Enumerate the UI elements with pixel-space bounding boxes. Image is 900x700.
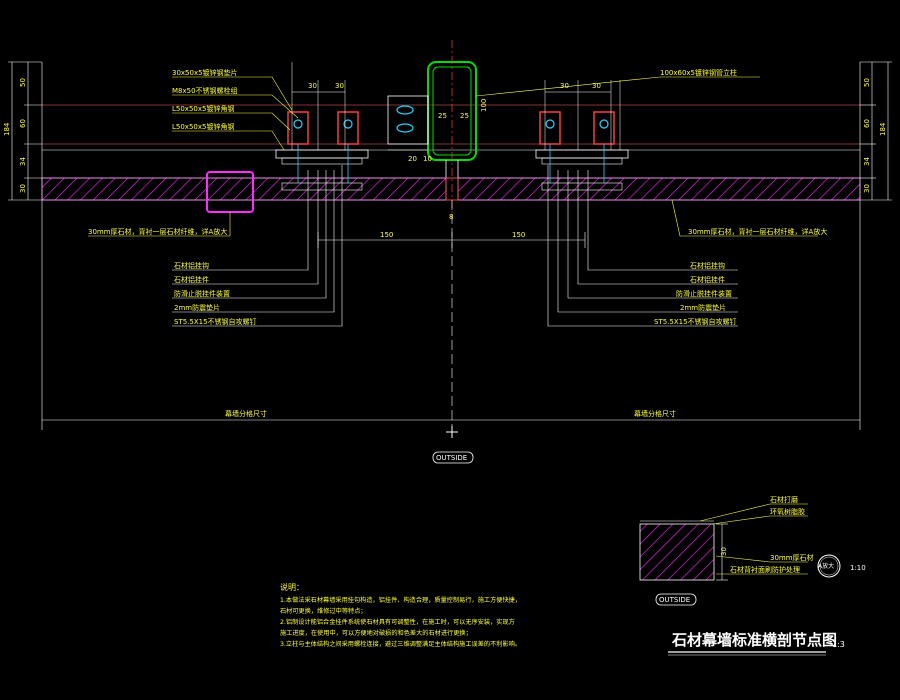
label-column: 100x60x5镀锌钢管立柱	[660, 68, 737, 77]
detail-label-epoxy: 环氧树脂胶	[770, 507, 805, 516]
side-dim-r-3: 34	[863, 157, 871, 166]
column-connection-plate	[387, 95, 429, 145]
detail-tag-text: A放大	[818, 562, 834, 570]
side-dim-l-total: 184	[3, 122, 11, 136]
svg-text:20: 20	[408, 155, 417, 163]
callout-right-screw: ST5.5X15不锈钢自攻螺钉	[654, 317, 737, 326]
label-bolt: M8x50不锈钢螺栓组	[172, 86, 238, 95]
outside-tag-detail-text: OUTSIDE	[659, 596, 690, 604]
stone-note-right: 30mm厚石材，背衬一层石材纤维，详A放大	[688, 227, 827, 236]
stone-plate-left	[41, 177, 447, 201]
svg-text:30: 30	[308, 82, 317, 90]
outside-tag-detail	[655, 593, 697, 606]
left-callout-leaders	[172, 165, 343, 327]
module-dim-left: 幕墙分格尺寸	[225, 409, 267, 418]
side-dims-right	[860, 61, 892, 201]
span-dim-right: 150	[512, 231, 525, 239]
top-left-labels: 30x50x5镀锌钢垫片 M8x50不锈钢螺栓组 L50x50x5镀锌角钢 L5…	[172, 68, 238, 131]
svg-text:30: 30	[335, 82, 344, 90]
right-callout-leaders	[547, 165, 738, 327]
svg-text:100: 100	[480, 99, 488, 112]
stone-plate-right	[457, 177, 861, 201]
notes-line-5: 3.立柱与主体结构之间采用螺栓连接，避过三维调整满足主体结构施工误差的不利影响。	[280, 640, 521, 648]
notes: 说明： 1.本做法采石材幕墙采用挂勾构造，铝挂件、构造合理，质量控制易行，施工方…	[280, 582, 521, 648]
label-angle-1: L50x50x5镀锌角钢	[172, 104, 234, 113]
right-bracket-assembly	[535, 80, 629, 191]
label-gasket: 30x50x5镀锌钢垫片	[172, 68, 238, 77]
top-right-leader	[475, 76, 760, 97]
detail-dim: 30	[720, 547, 728, 556]
stone-plate-band	[41, 177, 861, 201]
left-bracket-dims: 30 30	[308, 82, 344, 90]
left-callouts: 石材铝挂钩 石材铝挂件 防滑止脱挂件装置 2mm防震垫片 ST5.5X15不锈钢…	[174, 261, 257, 326]
callout-right-antislip: 防滑止脱挂件装置	[676, 289, 732, 298]
module-dim-line	[42, 200, 860, 430]
span-dim-line	[317, 232, 586, 248]
right-callouts: 石材铝挂钩 石材铝挂件 防滑止脱挂件装置 2mm防震垫片 ST5.5X15不锈钢…	[654, 261, 737, 326]
svg-text:8: 8	[449, 213, 453, 221]
notes-line-4: 施工进度，在使用中，可以方便地对破损的和色差大的石材进行更换；	[280, 629, 472, 637]
side-dim-l-3: 34	[19, 157, 27, 166]
svg-text:30: 30	[592, 82, 601, 90]
side-dim-r-2: 60	[863, 119, 871, 128]
steel-column	[387, 40, 477, 220]
detail-label-backing: 石材背衬面刷防护处理	[730, 565, 800, 574]
side-dim-r-1: 50	[863, 78, 871, 87]
stone-note-leaders	[88, 199, 818, 237]
top-left-leaders	[172, 76, 299, 151]
notes-line-1: 1.本做法采石材幕墙采用挂勾构造，铝挂件、构造合理，质量控制易行，施工方便快捷，	[280, 596, 521, 604]
side-dim-r-total: 184	[879, 122, 887, 136]
side-dim-texts: 50 60 34 30 184 50 60 34 30 184	[3, 78, 887, 193]
callout-left-hook: 石材铝挂钩	[174, 261, 209, 270]
outside-tag-main	[432, 451, 474, 464]
stone-note-left: 30mm厚石材，背衬一层石材纤维，详A放大	[88, 227, 227, 236]
callout-left-pad: 2mm防震垫片	[174, 303, 220, 312]
callout-right-hook: 石材铝挂钩	[690, 261, 725, 270]
callout-right-clip: 石材铝挂件	[690, 275, 725, 284]
callout-left-screw: ST5.5X15不锈钢自攻螺钉	[174, 317, 257, 326]
label-angle-2: L50x50x5镀锌角钢	[172, 122, 234, 131]
center-marker-icon	[446, 426, 458, 438]
notes-heading: 说明：	[280, 582, 304, 592]
right-bracket-dims: 30 30	[560, 82, 601, 90]
svg-text:30: 30	[560, 82, 569, 90]
notes-line-3: 2.铝制设计能铝合金挂件系统使石材具有可调整性，在施工时，可以无序安装，实现方	[280, 618, 515, 626]
svg-text:10: 10	[423, 155, 432, 163]
module-dim-right: 幕墙分格尺寸	[634, 409, 676, 418]
side-dims-left	[8, 61, 42, 201]
outside-tag-main-text: OUTSIDE	[436, 454, 467, 462]
detail-tag-scale: 1:10	[850, 564, 866, 572]
span-dim-left: 150	[380, 231, 393, 239]
svg-text:25: 25	[460, 112, 469, 120]
side-dim-l-4: 30	[19, 184, 27, 193]
detail-label-grinding: 石材打磨	[770, 495, 798, 504]
side-dim-l-1: 50	[19, 78, 27, 87]
callout-left-antislip: 防滑止脱挂件装置	[174, 289, 230, 298]
drawing-title: 石材幕墙标准横剖节点图	[671, 631, 837, 649]
svg-text:25: 25	[438, 112, 447, 120]
callout-right-pad: 2mm防震垫片	[680, 303, 726, 312]
callout-left-clip: 石材铝挂件	[174, 275, 209, 284]
drawing-scale: 1:3	[832, 640, 845, 649]
detail-label-stone: 30mm厚石材	[770, 553, 814, 562]
detail-a	[639, 503, 808, 581]
side-dim-r-4: 30	[863, 184, 871, 193]
notes-line-2: 石材可更换，维修过中等特点；	[280, 607, 367, 615]
side-dim-l-2: 60	[19, 119, 27, 128]
detail-tag	[817, 554, 841, 578]
reference-lines	[41, 62, 861, 430]
column-dims: 25 25 20 10 100 8	[408, 99, 488, 221]
left-bracket-assembly	[275, 62, 369, 191]
